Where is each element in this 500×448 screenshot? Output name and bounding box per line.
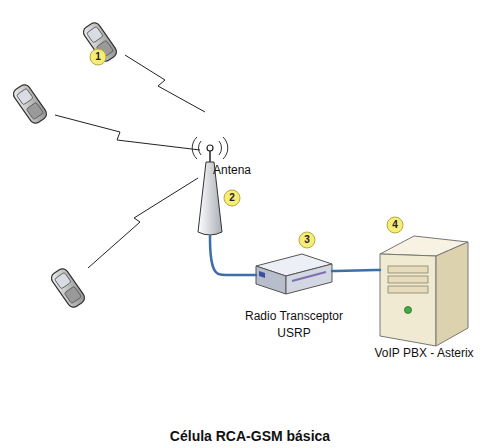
drive-bay [388, 286, 428, 293]
callout-circle [299, 232, 315, 248]
cable [210, 236, 256, 275]
phone-screen [54, 272, 71, 289]
power-led [405, 307, 412, 314]
radio-transceiver: Radio Transceptor USRP [256, 250, 332, 296]
radio-wave [219, 141, 222, 155]
radio-wave [198, 141, 201, 155]
phone-body [49, 266, 87, 309]
phone-keypad [64, 286, 81, 304]
drive-bay [388, 276, 428, 283]
pbx-server: VoIP PBX - Asterix [380, 232, 468, 346]
callout-circle [387, 217, 403, 233]
antenna-tip [207, 145, 213, 151]
mobile-phone [11, 82, 49, 125]
radio-link [55, 115, 200, 150]
callout-number: 2 [224, 190, 240, 206]
node-label: VoIP PBX - Asterix [358, 345, 490, 362]
radio-link [125, 55, 205, 112]
phone-keypad [26, 102, 43, 120]
box-front [256, 266, 286, 294]
phone-body [11, 82, 49, 125]
radio-wave [223, 137, 228, 159]
server-side [436, 242, 468, 346]
drive-bay [388, 266, 428, 273]
phone-screen [86, 26, 103, 43]
radio-transceiver-shape [256, 250, 332, 296]
callout-number: 1 [90, 49, 106, 65]
callout-number: 4 [387, 217, 403, 233]
callout-circle [224, 190, 240, 206]
radio-link [88, 178, 198, 268]
node-label: Radio Transceptor USRP [234, 308, 354, 342]
box-logo [259, 271, 265, 278]
server-front [380, 254, 436, 346]
cable [332, 270, 380, 271]
box-stripe [292, 272, 326, 281]
figure-caption: Célula RCA-GSM básica [0, 428, 500, 444]
antenna-shape [196, 140, 224, 236]
phone-screen [16, 88, 33, 105]
antenna: Antena [196, 140, 224, 236]
mobile-phone [49, 266, 87, 309]
radio-wave [192, 137, 197, 159]
node-label: Antena [213, 162, 273, 179]
pbx-server-shape [380, 232, 468, 346]
box-side [286, 264, 332, 294]
antenna-mast [209, 151, 211, 162]
callout-circle [90, 49, 106, 65]
callout-number: 3 [299, 232, 315, 248]
